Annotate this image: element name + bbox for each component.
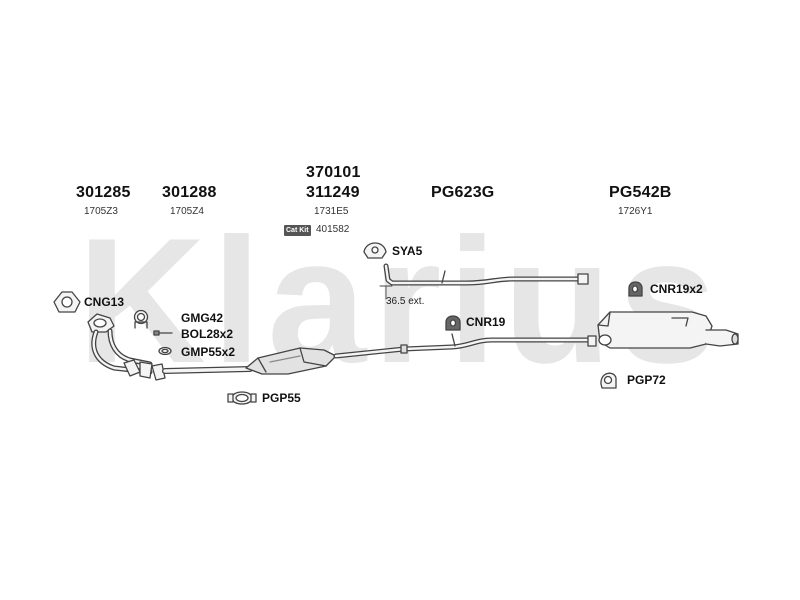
label-cnr19: CNR19 <box>466 315 506 329</box>
label-gmp55x2: GMP55x2 <box>181 345 236 359</box>
intermediate-pipe-part <box>151 363 253 381</box>
part-code-301285: 301285 <box>76 184 131 201</box>
part-code-pg542b: PG542B <box>609 184 672 201</box>
part-code-pg623g: PG623G <box>431 184 495 201</box>
gasket-cng13-icon <box>53 291 81 313</box>
pipe-pg623g-part <box>379 263 589 300</box>
part-ref-1705Z3: 1705Z3 <box>84 206 118 217</box>
catkit-badge: Cat Kit <box>284 225 311 236</box>
clamp-gmp55-icon <box>158 346 172 356</box>
rear-silencer-part <box>597 311 739 349</box>
label-pgp72: PGP72 <box>627 373 666 387</box>
gasket-gmg42-icon <box>133 309 149 329</box>
label-pgp55: PGP55 <box>262 391 301 405</box>
label-sya5: SYA5 <box>392 244 423 258</box>
catkit-code: 401582 <box>316 224 350 235</box>
label-extension: 36.5 ext. <box>386 296 425 307</box>
label-bol28x2: BOL28x2 <box>181 327 234 341</box>
middle-pipe-part <box>333 333 597 359</box>
gasket-pgp55-icon <box>227 391 257 405</box>
hanger-sya5-icon <box>363 242 387 259</box>
part-ref-1705Z4: 1705Z4 <box>170 206 204 217</box>
part-code-301288: 301288 <box>162 184 217 201</box>
mount-cnr19x2-icon <box>628 281 643 297</box>
bolt-bol28-icon <box>153 330 173 336</box>
mount-cnr19-icon <box>445 315 461 331</box>
gasket-pgp72-icon <box>600 372 617 389</box>
label-cnr19x2: CNR19x2 <box>650 282 703 296</box>
part-ref-1726Y1: 1726Y1 <box>618 206 653 217</box>
part-code-370101: 370101 <box>306 164 361 181</box>
watermark-logo: Klarius <box>77 201 722 400</box>
label-gmg42: GMG42 <box>181 311 224 325</box>
label-cng13: CNG13 <box>84 295 125 309</box>
part-code-311249: 311249 <box>306 184 360 201</box>
front-pipe-part <box>87 313 153 379</box>
part-ref-1731E5: 1731E5 <box>314 206 349 217</box>
